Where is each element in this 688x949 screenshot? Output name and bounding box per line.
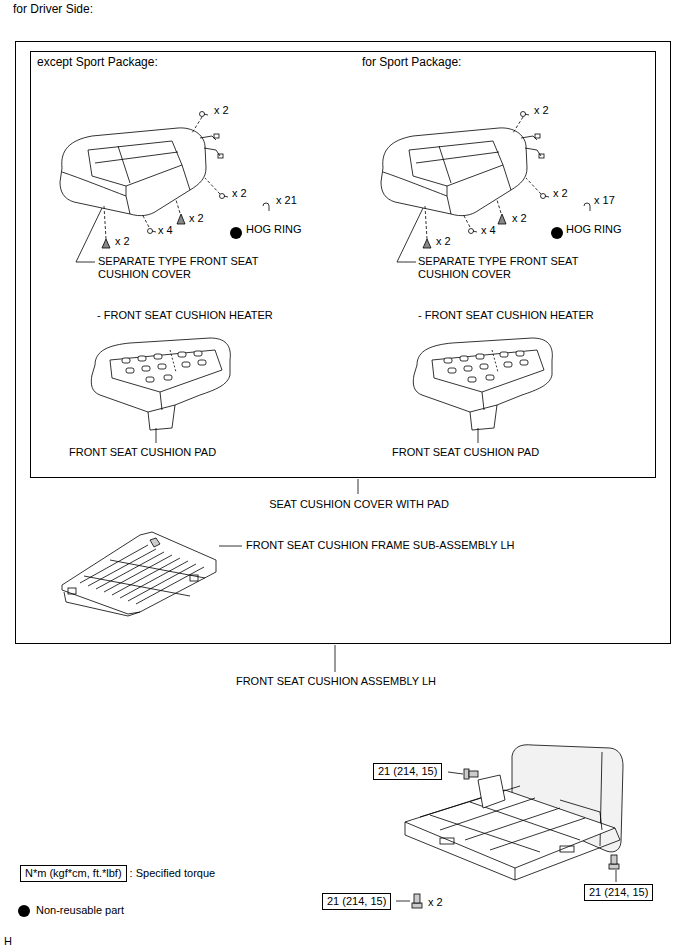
torque-box: 21 (214, 15): [373, 763, 442, 780]
seat-assembly-illustration: [490, 818, 585, 850]
node-label: 21 (214, 15): [323, 894, 390, 909]
node-label: 21 (214, 15): [374, 764, 441, 779]
seat-assembly-illustration: [465, 808, 560, 840]
non-reusable-symbol: [18, 905, 30, 917]
quantity-callout: x 4: [158, 224, 173, 237]
seat-assembly-illustration: [478, 775, 505, 808]
legend-torque-box: N*m (kgf*cm, ft.*lbf): [20, 865, 127, 882]
leader-line: [335, 645, 336, 672]
seat-pad-illustration: [91, 338, 230, 443]
part-name: HOG RING: [566, 223, 622, 236]
part-name: HOG RING: [246, 223, 302, 236]
quantity-callout: x 2: [214, 104, 229, 117]
leader-line: [219, 546, 242, 547]
legend-text: Non-reusable part: [36, 904, 124, 917]
bolt-symbol: [464, 769, 469, 779]
bolt-symbol: [412, 903, 422, 908]
diagram-title: for Driver Side:: [13, 2, 93, 16]
quantity-callout: x 17: [594, 194, 615, 207]
bolt-symbol: [609, 864, 619, 869]
seat-assembly-illustration: [405, 790, 615, 868]
frame-illustration: [96, 552, 164, 589]
frame-illustration: [62, 532, 216, 616]
leader-line: [358, 479, 359, 494]
quantity-callout: x 2: [428, 896, 443, 909]
frame-illustration: [84, 576, 190, 596]
quantity-callout: x 2: [534, 104, 549, 117]
quantity-callout: x 4: [481, 224, 496, 237]
seat-assembly-illustration: [470, 802, 580, 840]
quantity-callout: x 2: [232, 187, 247, 200]
part-name: FRONT SEAT CUSHION PAD: [392, 446, 539, 459]
frame-illustration: [88, 549, 156, 586]
part-name: - FRONT SEAT CUSHION HEATER: [97, 309, 273, 322]
torque-box: 21 (214, 15): [322, 893, 391, 910]
seat-cover-illustration: [381, 112, 590, 263]
part-name: SEPARATE TYPE FRONT SEAT CUSHION COVER: [98, 255, 283, 281]
seat-assembly-illustration: [420, 786, 520, 817]
seat-assembly-illustration: [515, 868, 516, 880]
torque-box: 21 (214, 15): [584, 884, 653, 901]
leader-line: [396, 901, 410, 902]
part-name: SEPARATE TYPE FRONT SEAT CUSHION COVER: [418, 255, 603, 281]
node-label: SEAT CUSHION COVER WITH PAD: [269, 498, 449, 511]
part-name: FRONT SEAT CUSHION PAD: [69, 446, 216, 459]
frame-illustration: [64, 592, 140, 616]
page-code: H: [4, 935, 12, 948]
bolt-symbol: [469, 771, 478, 777]
frame-illustration: [120, 561, 188, 598]
seat-assembly-illustration: [560, 846, 574, 852]
node-label: N*m (kgf*cm, ft.*lbf): [21, 866, 126, 881]
quantity-callout: x 2: [436, 235, 451, 248]
seat-assembly-illustration: [405, 822, 620, 880]
part-name: - FRONT SEAT CUSHION HEATER: [418, 309, 594, 322]
frame-illustration: [190, 575, 198, 581]
seat-cover-illustration: [60, 112, 269, 263]
frame-illustration: [62, 532, 216, 614]
part-name: FRONT SEAT CUSHION FRAME SUB-ASSEMBLY LH: [246, 539, 515, 552]
leader-line: [616, 870, 617, 882]
seat-assembly-illustration: [440, 838, 454, 844]
bolt-symbol: [414, 894, 420, 903]
legend-text: : Specified torque: [130, 867, 216, 880]
node-label: FRONT SEAT CUSHION ASSEMBLY LH: [236, 675, 436, 688]
assembly-box: FRONT SEAT CUSHION ASSEMBLY LHSEAT CUSHI…: [15, 41, 671, 644]
package-heading: except Sport Package:: [37, 55, 158, 69]
bolt-symbol: [611, 855, 617, 864]
node-label: 21 (214, 15): [585, 885, 652, 900]
leader-line: [219, 479, 616, 901]
seat-assembly-illustration: [560, 800, 602, 830]
frame-illustration: [112, 558, 180, 595]
quantity-callout: x 2: [553, 187, 568, 200]
quantity-callout: x 2: [512, 212, 527, 225]
quantity-callout: x 2: [115, 235, 130, 248]
frame-illustration: [68, 588, 76, 594]
package-heading: for Sport Package:: [362, 55, 461, 69]
frame-illustration: [150, 538, 160, 547]
seat-pad-illustration: [413, 338, 552, 443]
quantity-callout: x 2: [189, 212, 204, 225]
non-reusable-symbol: [18, 905, 30, 917]
quantity-callout: x 21: [276, 194, 297, 207]
frame-illustration: [136, 567, 204, 604]
leader-line: [448, 772, 463, 774]
